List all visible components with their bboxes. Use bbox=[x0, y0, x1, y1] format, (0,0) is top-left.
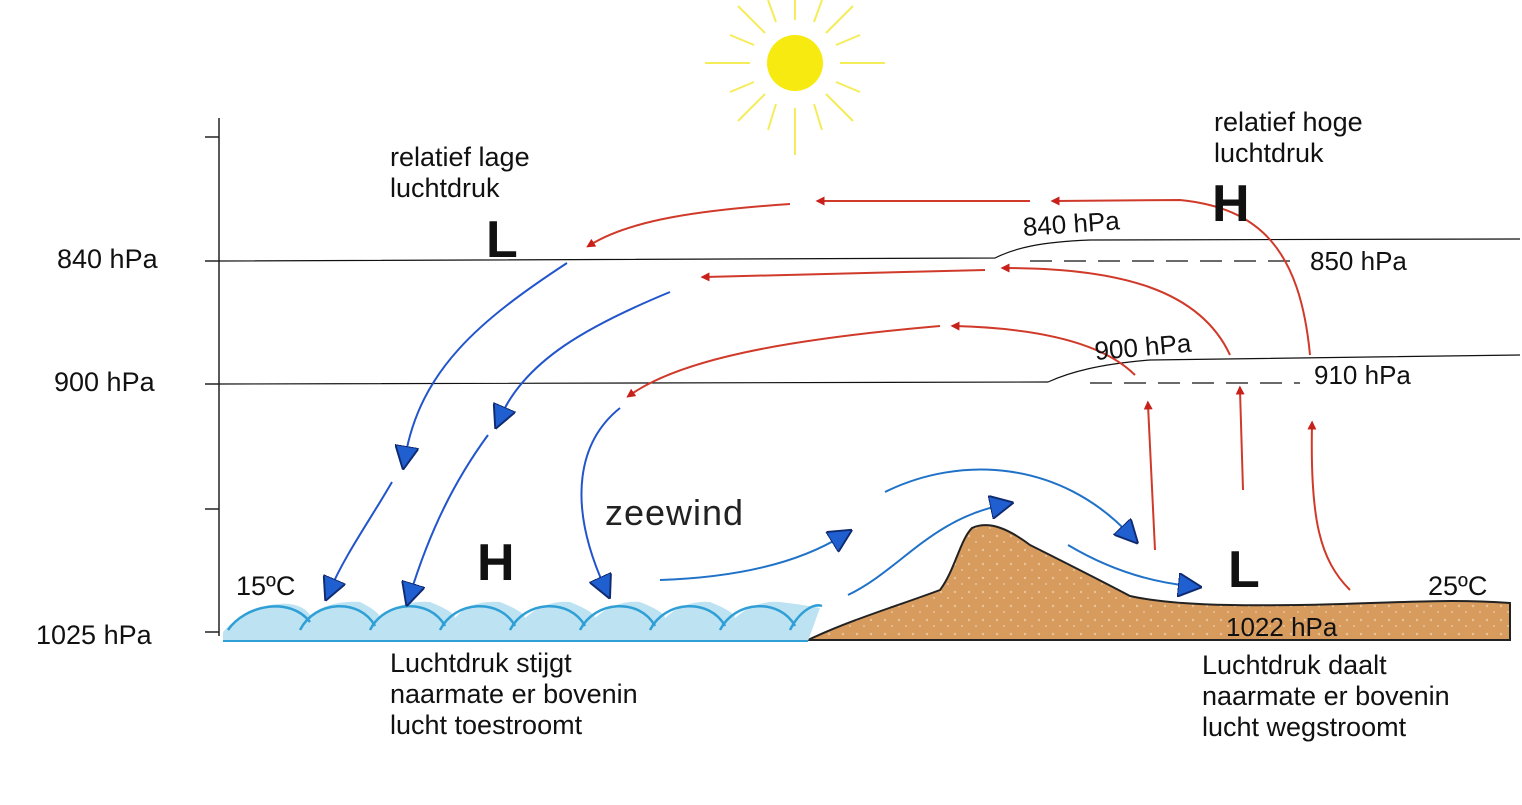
land-caption-line1: Luchtdruk daalt bbox=[1202, 650, 1387, 680]
sea-breeze-label: zeewind bbox=[605, 492, 745, 533]
sea-upper-note-line2: luchtdruk bbox=[390, 173, 500, 203]
land-caption-line3: lucht wegstroomt bbox=[1202, 712, 1407, 742]
land-caption-line2: naarmate er bovenin bbox=[1202, 681, 1450, 711]
surface-sea-breeze bbox=[659, 468, 1190, 595]
axis-label-840: 840 hPa bbox=[57, 244, 158, 274]
sea-surface-high-symbol: H bbox=[477, 534, 515, 592]
axis-label-1025: 1025 hPa bbox=[36, 620, 152, 650]
pressure-axis bbox=[205, 118, 220, 636]
axis-label-900: 900 hPa bbox=[54, 367, 155, 397]
sun-icon bbox=[705, 0, 885, 155]
land-temperature: 25ºC bbox=[1428, 571, 1488, 601]
sea-caption-line2: naarmate er bovenin bbox=[390, 679, 638, 709]
isobars bbox=[218, 238, 1521, 385]
land-isobar-910-label: 910 hPa bbox=[1314, 360, 1411, 390]
sea-caption-line1: Luchtdruk stijgt bbox=[390, 648, 572, 678]
land-upper-note-line2: luchtdruk bbox=[1214, 138, 1324, 168]
land-upper-high-symbol: H bbox=[1212, 175, 1250, 233]
sea-caption-line3: lucht toestroomt bbox=[390, 710, 583, 740]
descending-air-sea bbox=[330, 262, 671, 595]
land-upper-note-line1: relatief hoge bbox=[1214, 107, 1363, 137]
land-isobar-850-label: 850 hPa bbox=[1310, 246, 1407, 276]
land-surface-low-symbol: L bbox=[1228, 541, 1260, 599]
sea-upper-low-symbol: L bbox=[486, 211, 518, 269]
land-surface-pressure: 1022 hPa bbox=[1226, 612, 1338, 642]
rising-air-land bbox=[1143, 385, 1351, 591]
sea-upper-note-line1: relatief lage bbox=[390, 142, 530, 172]
land-surface bbox=[807, 524, 1511, 641]
upper-return-flow bbox=[586, 196, 1311, 398]
sea-temperature: 15ºC bbox=[236, 571, 296, 601]
sea-surface bbox=[223, 601, 823, 642]
